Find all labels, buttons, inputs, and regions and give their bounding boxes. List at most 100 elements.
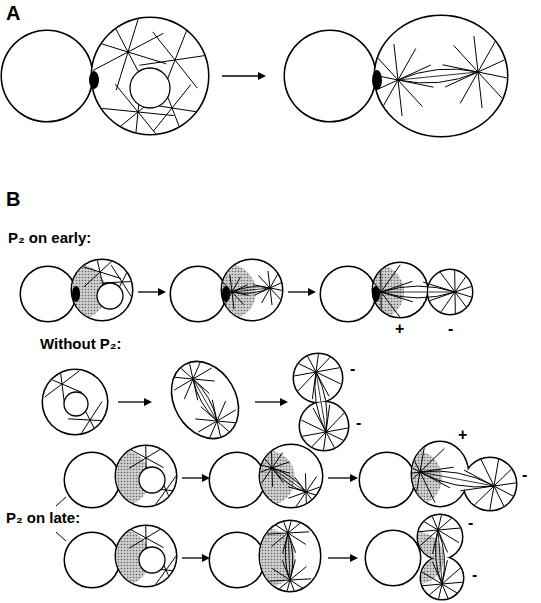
nucleus <box>139 467 165 493</box>
cell-outline <box>210 453 264 507</box>
cell-outline <box>171 267 225 321</box>
microtubule <box>129 528 163 549</box>
microtubule <box>445 57 511 87</box>
polarity-sign: - <box>472 566 477 584</box>
cell-outline <box>321 267 375 321</box>
spindle <box>272 468 306 492</box>
microtubule <box>68 419 112 421</box>
microtubule <box>93 33 164 70</box>
row-label: P₂ on early: <box>8 230 91 247</box>
step-arrow <box>328 557 351 558</box>
polarity-sign: + <box>395 320 404 338</box>
cell <box>235 513 320 601</box>
cell-outline <box>210 533 264 587</box>
spindle <box>193 379 217 421</box>
step-arrow <box>255 401 281 402</box>
microtubule <box>129 448 163 469</box>
cell <box>2 31 92 121</box>
cell-interior <box>50 251 142 320</box>
cell <box>171 267 225 321</box>
cell <box>239 445 324 511</box>
arrow-head <box>258 72 266 80</box>
cell-outline <box>210 453 264 507</box>
cell-interior <box>235 513 311 601</box>
arrow-head <box>350 474 358 482</box>
cell <box>321 267 375 321</box>
microtubule <box>288 487 324 498</box>
cell <box>21 267 75 321</box>
spindle <box>193 379 217 421</box>
cell-outline <box>285 31 375 121</box>
microtubule <box>282 560 297 599</box>
step-arrow <box>222 75 259 76</box>
contact-site <box>372 286 380 302</box>
nucleus <box>130 68 170 108</box>
cell <box>65 453 119 507</box>
cell <box>94 438 184 506</box>
nucleus <box>97 283 123 309</box>
step-arrow <box>138 291 159 292</box>
cell-outline <box>294 354 342 402</box>
cell-outline <box>159 350 251 449</box>
nucleus <box>139 547 165 573</box>
microtubule <box>254 463 290 474</box>
cell <box>65 533 119 587</box>
cell-outline <box>300 402 348 450</box>
microtubule <box>216 285 247 299</box>
cell-interior <box>289 345 353 459</box>
cell <box>285 31 375 121</box>
microtubule <box>280 513 295 552</box>
microtubule <box>288 486 323 499</box>
cell-interior <box>363 36 514 116</box>
microtubule <box>365 65 431 95</box>
cell-interior <box>42 362 112 439</box>
cell-outline <box>92 18 208 134</box>
nucleus <box>64 392 88 416</box>
row-label: Without P₂: <box>40 336 122 353</box>
step-arrow <box>182 557 203 558</box>
cell-outline <box>92 18 208 134</box>
cell-outline <box>2 31 92 121</box>
polarity-sign: + <box>458 426 467 444</box>
arrow-head <box>158 288 166 296</box>
cell-outline <box>65 533 119 587</box>
microtubule <box>303 348 329 396</box>
polarity-sign: - <box>448 320 453 338</box>
contact-site <box>222 286 230 302</box>
panel-letter: B <box>6 188 20 210</box>
microtubule <box>460 481 527 491</box>
polarity-sign: - <box>522 466 527 484</box>
polarity-sign: - <box>468 514 473 532</box>
cell-interior <box>386 439 528 520</box>
row-bracket <box>56 532 66 541</box>
cell <box>89 14 211 148</box>
p2-signal-region <box>200 264 256 320</box>
row-bracket <box>56 497 66 506</box>
cell-interior <box>94 438 184 506</box>
row-label: P₂ on late: <box>6 510 80 527</box>
arrow-head <box>144 398 152 406</box>
cell-outline <box>21 267 75 321</box>
cell <box>386 439 528 520</box>
cell <box>94 518 184 586</box>
spindle <box>381 292 455 293</box>
contact-site <box>89 71 99 89</box>
arrow-head <box>308 288 316 296</box>
cell <box>210 533 264 587</box>
cell <box>363 16 514 136</box>
microtubule <box>349 281 412 302</box>
cell-outline <box>171 267 225 321</box>
cell-outline <box>65 453 119 507</box>
cell-outline <box>321 267 375 321</box>
cell <box>159 350 251 449</box>
microtubule <box>428 508 447 553</box>
cell <box>392 506 466 603</box>
cell <box>210 453 264 507</box>
microtubule <box>386 467 453 477</box>
cell-outline <box>65 533 119 587</box>
spindle <box>272 468 306 492</box>
step-arrow <box>118 401 145 402</box>
cell <box>42 362 112 439</box>
